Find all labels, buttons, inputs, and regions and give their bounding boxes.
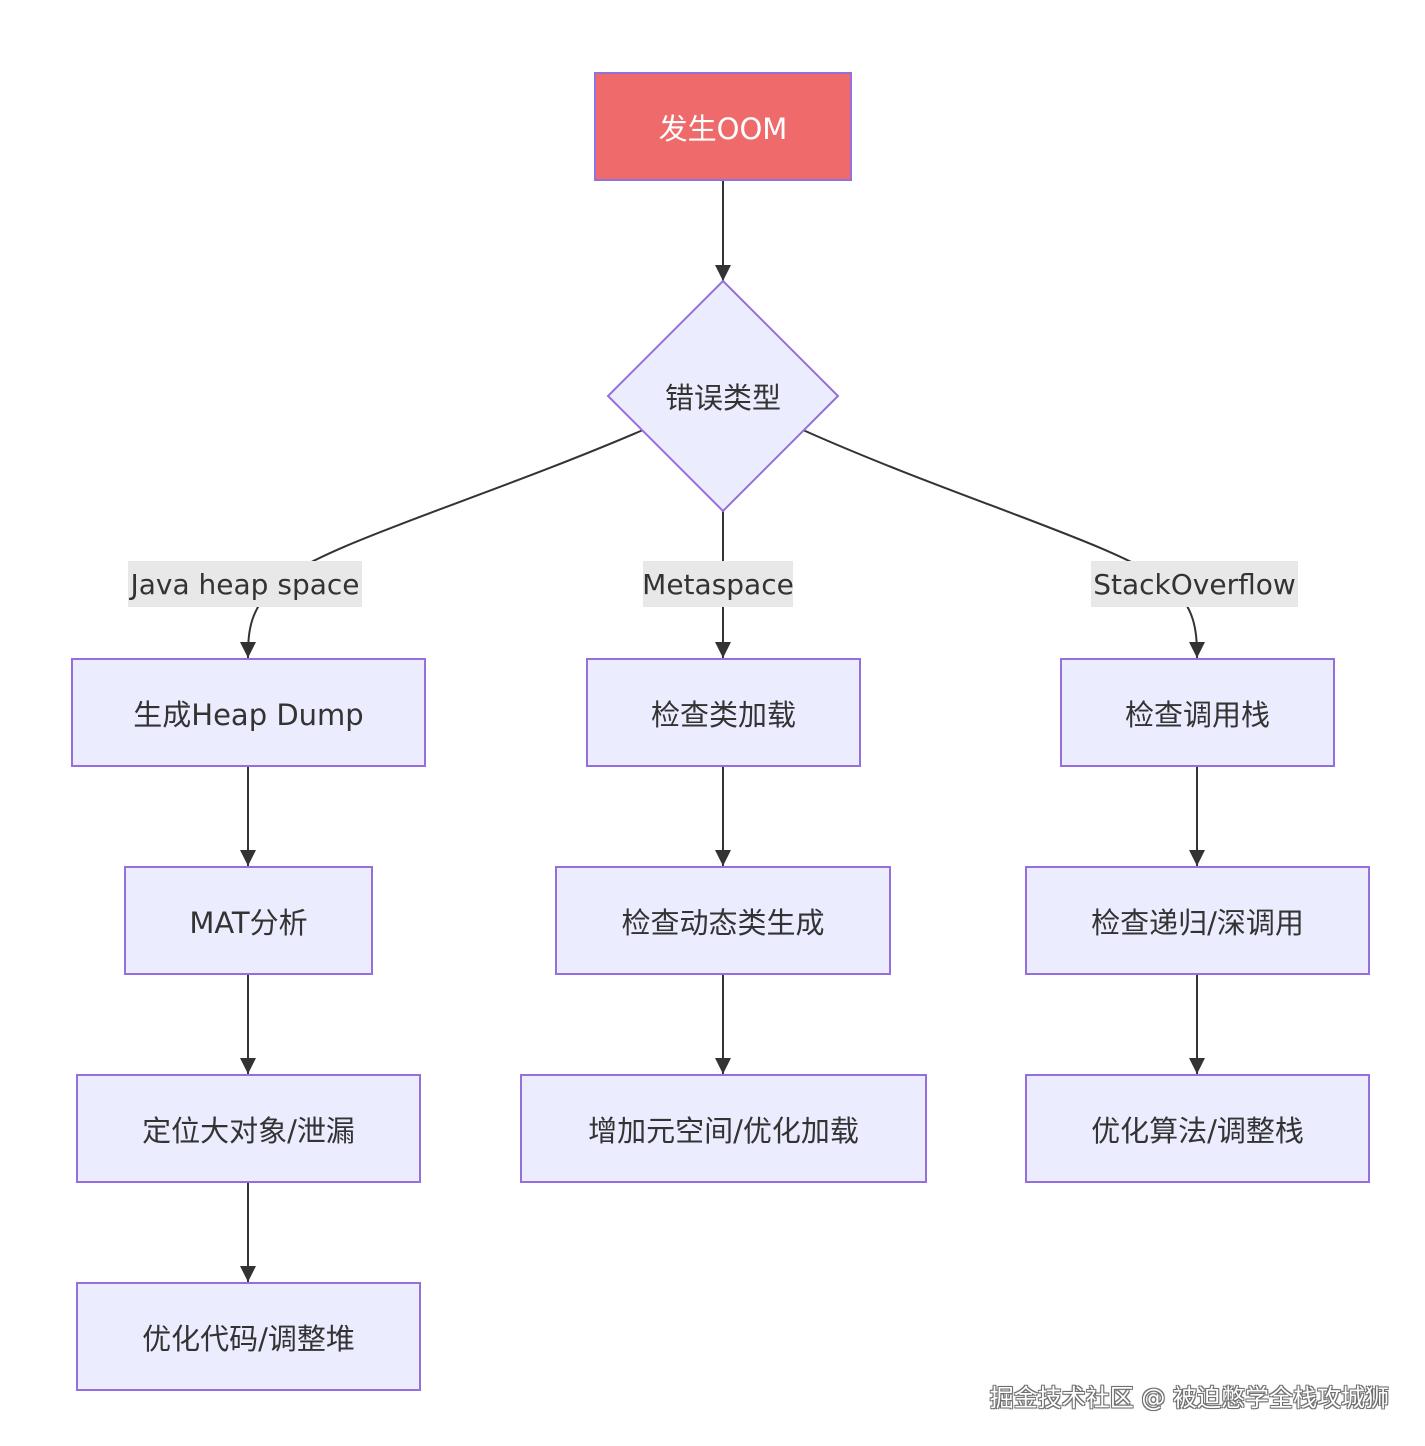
node-optimize-algorithm-label: 优化算法/调整栈 [1091, 1113, 1304, 1148]
node-generate-heap-dump-label: 生成Heap Dump [133, 697, 364, 732]
edge-label-metaspace-text: Metaspace [642, 567, 794, 601]
node-check-class-loading-label: 检查类加载 [650, 697, 796, 732]
node-check-call-stack: 检查调用栈 [1060, 658, 1335, 767]
node-mat-analysis-label: MAT分析 [189, 905, 308, 940]
decision-diamond [606, 279, 840, 513]
decision-label-box: 错误类型 [638, 371, 808, 421]
edge-decision-to-heap-dump [240, 429, 644, 659]
watermark: 掘金技术社区 @ 被迫憋学全栈攻城狮 [989, 1384, 1389, 1412]
node-locate-large-objects: 定位大对象/泄漏 [76, 1074, 421, 1183]
edge-decision-to-call-stack [802, 429, 1205, 659]
decision-label: 错误类型 [664, 381, 781, 415]
node-check-recursion: 检查递归/深调用 [1025, 866, 1370, 975]
node-increase-metaspace-label: 增加元空间/优化加载 [588, 1113, 859, 1148]
start-node-label: 发生OOM [658, 111, 788, 146]
node-check-dynamic-class: 检查动态类生成 [555, 866, 891, 975]
node-check-class-loading: 检查类加载 [586, 658, 861, 767]
node-check-dynamic-class-label: 检查动态类生成 [621, 905, 825, 940]
edge-label-java-heap-space-text: Java heap space [130, 567, 360, 601]
node-check-call-stack-label: 检查调用栈 [1124, 697, 1270, 732]
node-optimize-code-label: 优化代码/调整堆 [142, 1321, 355, 1356]
node-optimize-code: 优化代码/调整堆 [76, 1282, 421, 1391]
edge-label-stackoverflow: StackOverflow [1091, 561, 1298, 607]
node-locate-large-objects-label: 定位大对象/泄漏 [142, 1113, 355, 1148]
node-mat-analysis: MAT分析 [124, 866, 373, 975]
edge-label-stackoverflow-text: StackOverflow [1093, 567, 1296, 601]
node-optimize-algorithm: 优化算法/调整栈 [1025, 1074, 1370, 1183]
node-increase-metaspace: 增加元空间/优化加载 [520, 1074, 927, 1183]
node-check-recursion-label: 检查递归/深调用 [1091, 905, 1304, 940]
node-generate-heap-dump: 生成Heap Dump [71, 658, 426, 767]
start-node: 发生OOM [594, 72, 852, 181]
edge-label-java-heap-space: Java heap space [128, 561, 362, 607]
edge-label-metaspace: Metaspace [642, 561, 794, 607]
